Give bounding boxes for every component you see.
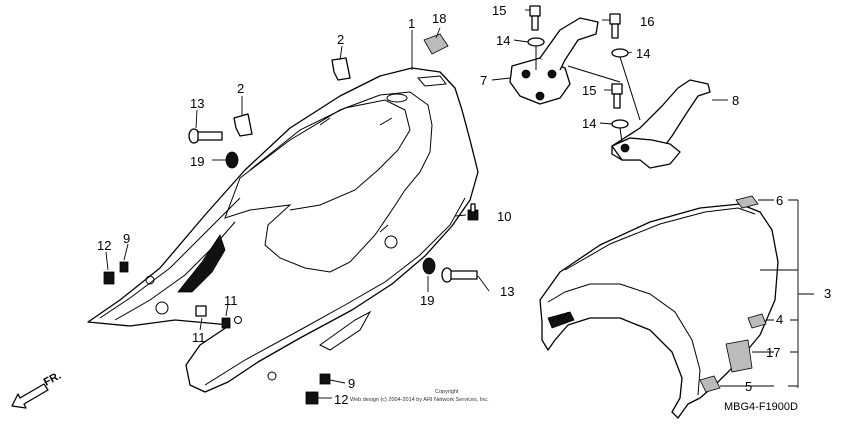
diagram-code: MBG4-F1900D [724,401,798,413]
bolt-15-top[interactable] [529,5,541,31]
callout-5: 5 [745,379,752,394]
emblem-18[interactable] [423,33,449,55]
rear-cowl-ribs [319,117,393,233]
callout-numbers: 1 2 2 3 4 5 6 7 8 9 9 10 11 11 12 12 13 … [97,3,831,407]
rear-cowl-grommet [384,235,398,249]
callout-7: 7 [480,73,487,88]
callout-12-left: 12 [97,238,111,253]
callout-15-mid: 15 [582,83,596,98]
callout-4: 4 [776,312,783,327]
callout-14-a: 14 [496,33,510,48]
rear-cowl-assembly[interactable] [87,67,479,393]
callout-2-upper: 2 [337,32,344,47]
rear-cowl-hole-upper [145,275,155,285]
seat-latch-teeth [551,311,569,323]
leader-lines [105,9,814,399]
front-direction-indicator: FR. [11,370,63,409]
bolt-head [529,5,541,17]
callout-19-lower: 19 [420,293,434,308]
label-part-4[interactable] [747,313,767,329]
washer-14-b[interactable] [611,48,629,58]
rear-cowl-bolt-hole-left [155,301,169,315]
grab-rail-hole [620,143,630,153]
bolt-shank [613,93,621,109]
callout-17: 17 [766,345,780,360]
rear-cowl-hole-mid [234,316,242,324]
label-part-6[interactable] [735,195,759,209]
callout-11-right: 11 [224,293,238,308]
callout-10: 10 [497,209,511,224]
clip-2-lower[interactable] [233,113,253,137]
rear-cowl-inner-edge [249,99,411,211]
washer-14-a[interactable] [527,37,545,47]
bolt-shank [531,15,539,31]
front-label: FR. [42,370,63,389]
front-arrow-icon [11,383,49,409]
grab-rail-8[interactable] [611,79,711,169]
callout-16: 16 [640,14,654,29]
bolt-head [609,13,621,25]
grab-rail-foot [611,137,681,169]
callout-13-upper: 13 [190,96,204,111]
bolt-13-left[interactable] [188,128,223,144]
washer-14-c[interactable] [611,119,629,129]
seat-side-contour [547,283,701,396]
rail-assembly-guide-lines [535,46,641,143]
grab-rail-bracket-7[interactable] [509,17,599,105]
rear-cowl-hole-lower [267,371,277,381]
grommet-19-lower[interactable] [422,257,436,275]
bolt-13-right[interactable] [441,267,478,283]
copyright-line-1: Copyright [435,389,459,395]
callout-13-right: 13 [500,284,514,299]
rear-cowl-left-panel [87,67,479,393]
rail-bracket-hole-3 [535,91,545,101]
rear-cowl-rail [99,197,241,319]
callout-12-bottom: 12 [334,392,348,407]
seat-latch-strip [547,311,575,329]
rear-cowl-lower-edge [204,197,466,386]
label-part-17[interactable] [725,339,753,373]
copyright-line-2: Web design (c) 2004-2014 by ARI Network … [350,397,489,403]
screw-12-left[interactable] [103,271,115,285]
bolt-head [611,83,623,95]
screw-12-bottom[interactable] [305,391,319,405]
callout-3: 3 [824,286,831,301]
seat-top-edge [564,207,756,271]
callout-15-top: 15 [492,3,506,18]
callout-14-c: 14 [582,116,596,131]
screw-9-left[interactable] [119,261,129,273]
callout-8: 8 [732,93,739,108]
screw-11-b[interactable] [221,317,231,329]
screw-9-bottom[interactable] [319,373,331,385]
rail-bracket-hole-2 [547,69,557,79]
rear-cowl-seat-recess [224,91,433,273]
bolt-16[interactable] [609,13,621,39]
label-part-5[interactable] [699,375,721,393]
rear-cowl-vent-slot [177,234,226,293]
bolt-shank [611,23,619,39]
bolt-15-mid[interactable] [611,83,623,109]
callout-9-left: 9 [123,231,130,246]
callout-19-upper: 19 [190,154,204,169]
seat-assembly[interactable] [539,203,779,419]
screw-10[interactable] [467,203,479,221]
callout-14-b: 14 [636,46,650,61]
rail-bracket-hole-1 [521,69,531,79]
seat-body [539,203,779,419]
callout-6: 6 [776,193,783,208]
callout-18: 18 [432,11,446,26]
rear-cowl-tail-lens [386,93,408,103]
rail-bracket-arm [539,17,599,71]
rear-cowl-emblem [416,75,447,87]
rear-cowl-rail-inner [114,221,236,321]
clip-2-upper[interactable] [331,57,351,81]
callout-9-bottom: 9 [348,376,355,391]
callout-1: 1 [408,16,415,31]
callout-11-left: 11 [192,330,206,345]
callout-2-lower: 2 [237,81,244,96]
screw-11-a[interactable] [195,305,207,317]
rear-cowl-side-slot [319,310,372,351]
